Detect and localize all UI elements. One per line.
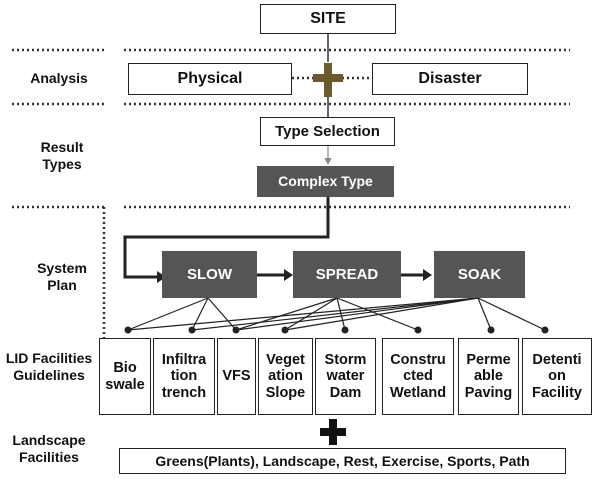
physical-box: Physical — [128, 63, 292, 95]
lid-vfs: VFS — [217, 338, 256, 415]
lid-connection-dots — [124, 326, 549, 334]
site-box: SITE — [260, 4, 396, 34]
soak-box: SOAK — [434, 251, 525, 298]
landscape-plus-icon — [320, 419, 346, 445]
lid-stormwater-dam: Storm water Dam — [315, 338, 376, 415]
landscape-box: Greens(Plants), Landscape, Rest, Exercis… — [119, 448, 566, 474]
system-to-lid-lines — [127, 297, 546, 331]
lid-vegetation-slope: Veget ation Slope — [258, 338, 313, 415]
lid-constructed-wetland: Constru cted Wetland — [382, 338, 454, 415]
slow-box: SLOW — [162, 251, 257, 298]
lid-bio-swale: Bio swale — [99, 338, 151, 415]
analysis-plus-icon — [313, 63, 343, 97]
lid-permeable-paving: Perme able Paving — [458, 338, 519, 415]
lid-infiltration-trench: Infiltra tion trench — [153, 338, 215, 415]
analysis-label: Analysis — [30, 70, 88, 86]
system-plan-label: System Plan — [37, 260, 87, 293]
spread-box: SPREAD — [293, 251, 401, 298]
result-types-label: Result Types — [40, 139, 84, 172]
lid-guidelines-label: LID Facilities Guidelines — [5, 350, 93, 383]
lid-detention-facility: Detenti on Facility — [522, 338, 592, 415]
complex-to-slow-arrow — [123, 197, 330, 279]
disaster-box: Disaster — [372, 63, 528, 95]
type-selection-box: Type Selection — [260, 117, 395, 146]
complex-type-box: Complex Type — [257, 166, 394, 197]
landscape-facilities-label: Landscape Facilities — [12, 432, 86, 465]
section-dividers — [12, 48, 570, 338]
